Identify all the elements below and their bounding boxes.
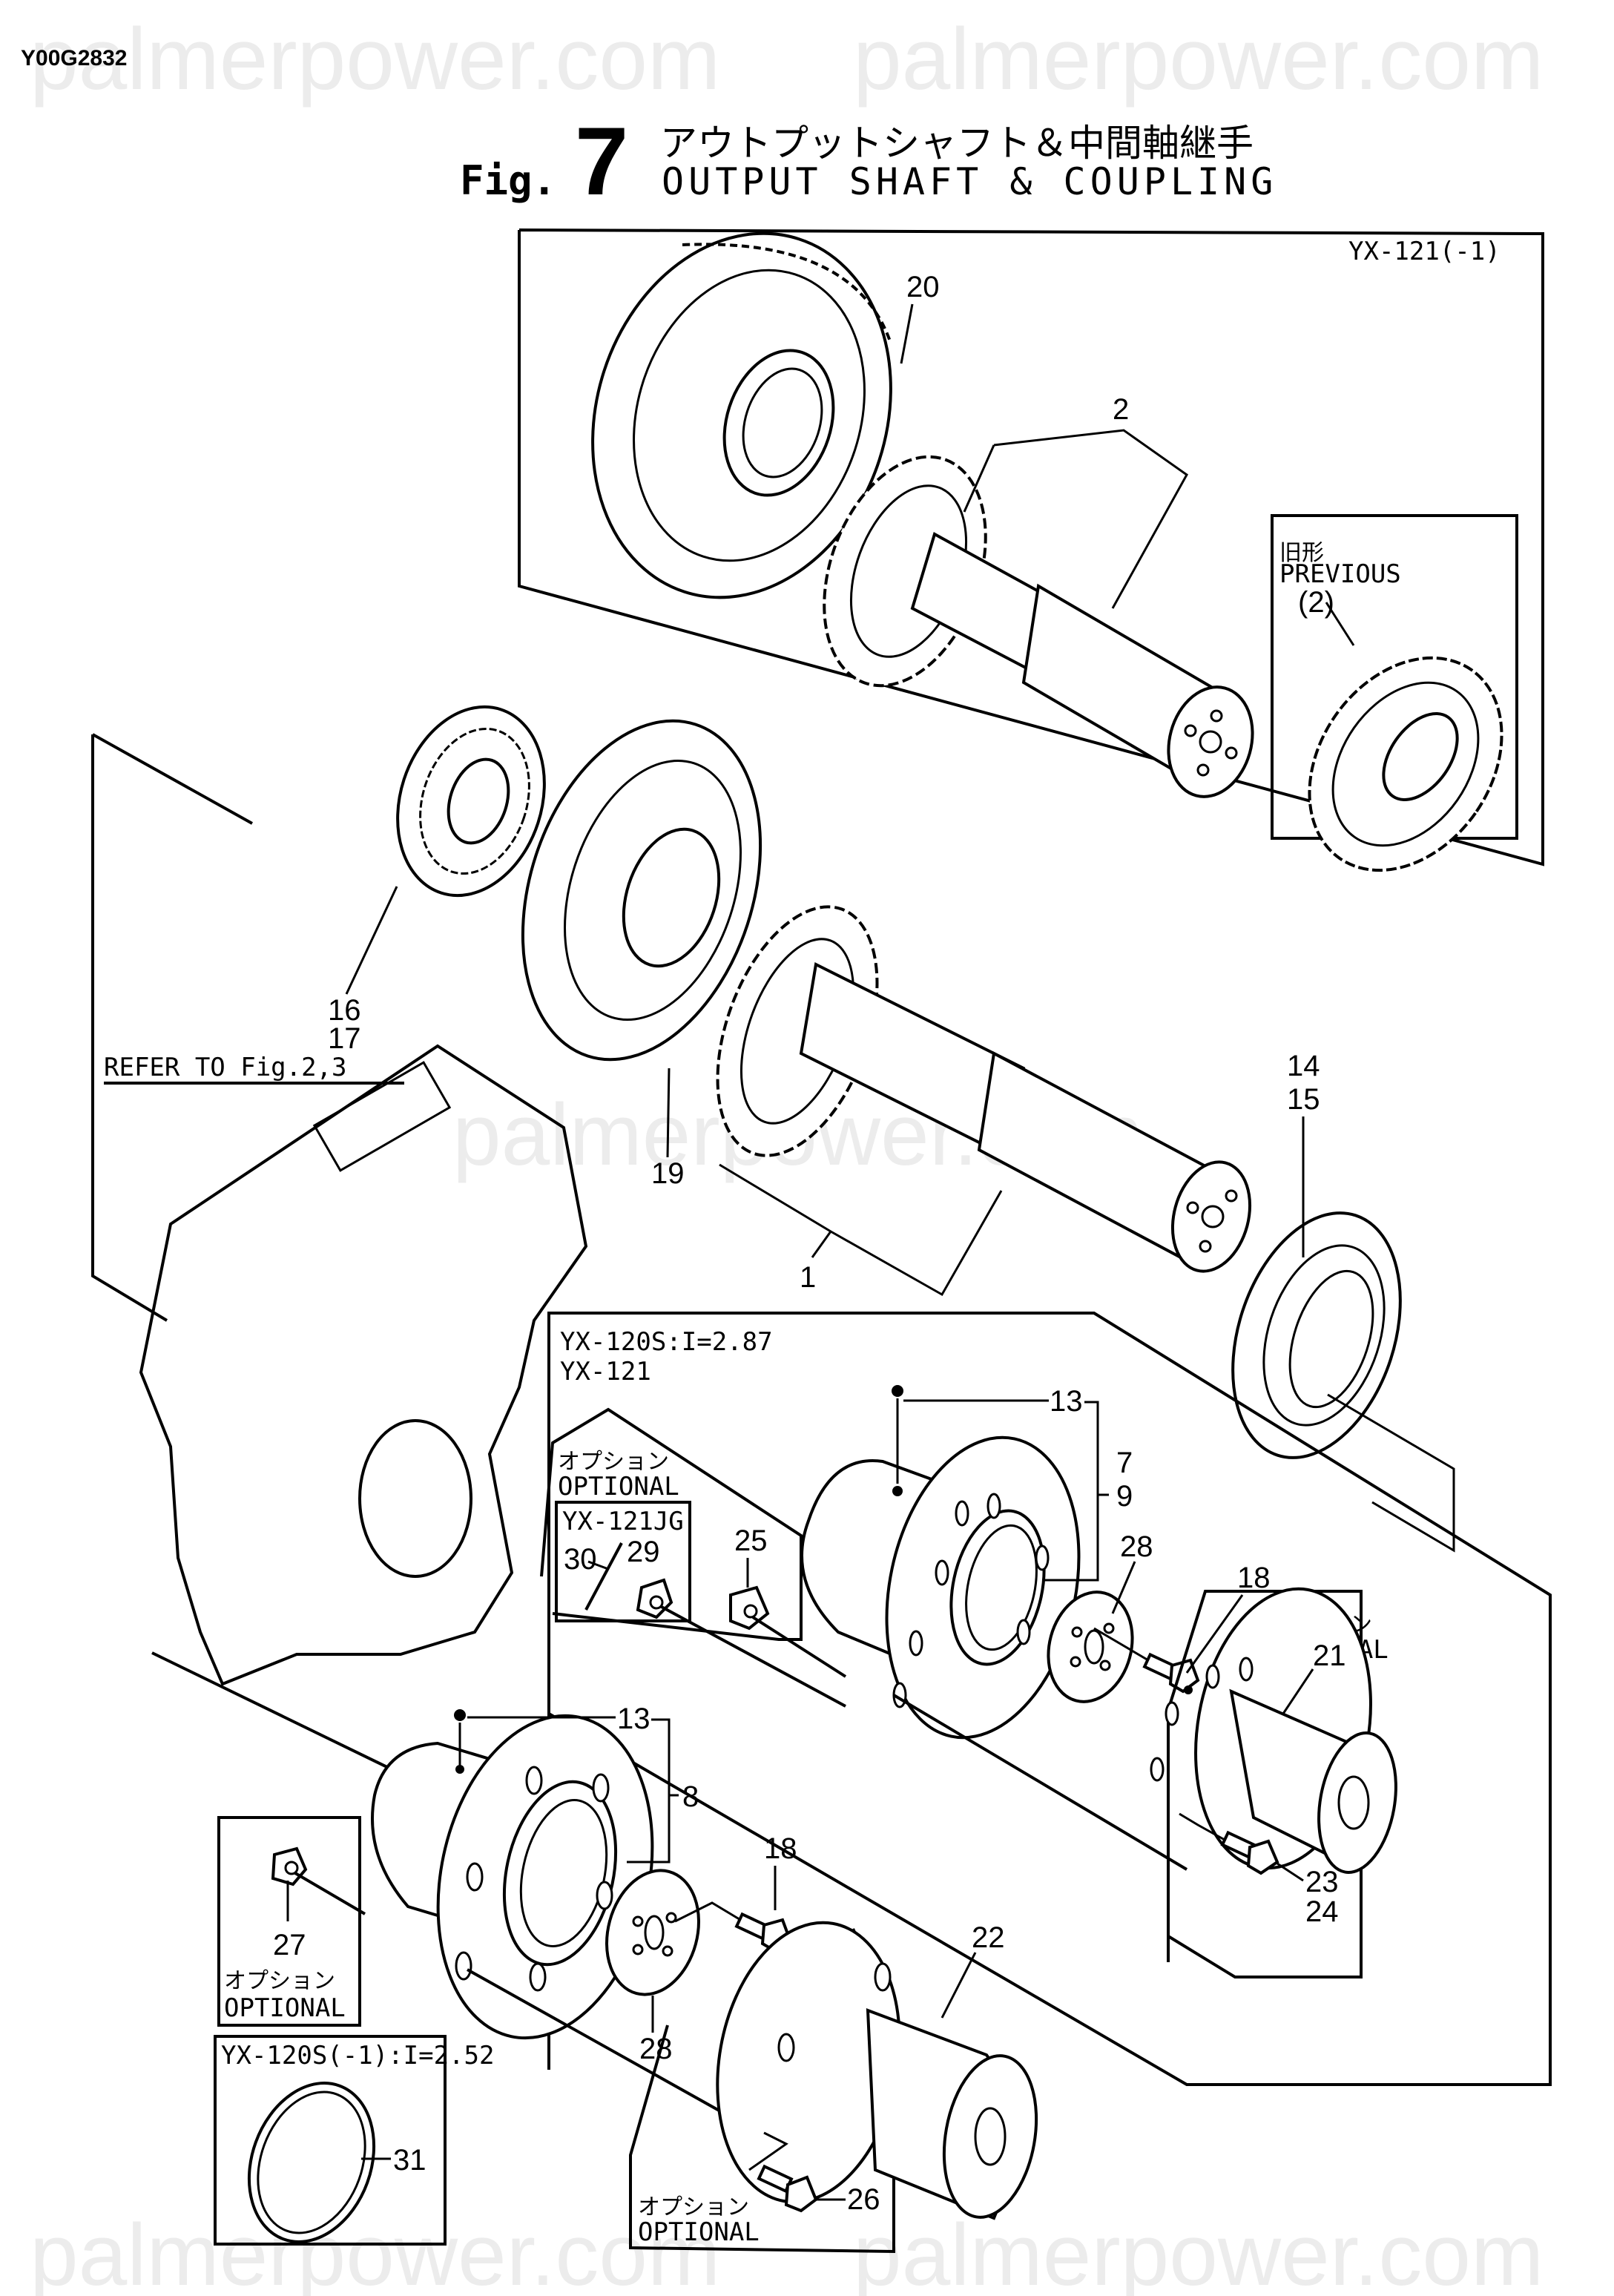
part-label-19[interactable]: 19	[651, 1157, 685, 1190]
part-label-2[interactable]: 2	[1113, 393, 1129, 426]
watermark: palmerpower.com	[853, 10, 1544, 108]
watermarks: palmerpower.com palmerpower.com palmerpo…	[30, 10, 1544, 2296]
part-label-15[interactable]: 15	[1287, 1083, 1320, 1116]
part-label-1[interactable]: 1	[800, 1261, 816, 1294]
previous-part-ref[interactable]: (2)	[1298, 586, 1334, 619]
mid-variant-label-1: YX-120S:I=2.87	[560, 1327, 773, 1357]
optional-label-en: OPTIONAL	[558, 1472, 679, 1501]
watermark: palmerpower.com	[30, 10, 720, 108]
refer-label: REFER TO Fig.2,3	[104, 1053, 347, 1082]
part-label-7[interactable]: 7	[1116, 1447, 1133, 1479]
optional-label-jp: オプション	[638, 2194, 749, 2220]
bolt-18-upper	[1093, 1627, 1200, 1694]
previous-label-en: PREVIOUS	[1279, 559, 1401, 589]
part-label-8[interactable]: 8	[682, 1780, 699, 1813]
part-label-25[interactable]: 25	[734, 1524, 768, 1557]
part-label-28a[interactable]: 28	[1120, 1530, 1153, 1563]
optional-label-en: OPTIONAL	[638, 2217, 760, 2247]
part-label-29[interactable]: 29	[627, 1536, 660, 1568]
part-label-30[interactable]: 30	[564, 1543, 597, 1576]
part-label-21[interactable]: 21	[1313, 1639, 1346, 1672]
gear-20	[591, 231, 892, 599]
figure-title-jp: アウトプットシャフト＆中間軸継手	[660, 122, 1254, 165]
mid-variant-box: YX-120S:I=2.87 YX-121 オプション OPTIONAL YX-…	[540, 1312, 1552, 2086]
figure-number: 7	[575, 107, 628, 215]
part-label-23[interactable]: 23	[1305, 1866, 1339, 1898]
document-id: Y00G2832	[21, 46, 127, 70]
part-label-16[interactable]: 16	[328, 994, 361, 1027]
part-label-13a[interactable]: 13	[1050, 1385, 1083, 1418]
optional-nut-box: オプション OPTIONAL YX-121JG 30 29 25	[540, 1407, 847, 1708]
top-variant-label: YX-121(-1)	[1348, 237, 1501, 266]
bottom-variant-box: YX-120S(-1):I=2.52 31	[214, 2035, 494, 2246]
figure-title-en: OUTPUT SHAFT & COUPLING	[662, 160, 1277, 203]
bottom-variant-label: YX-120S(-1):I=2.52	[221, 2041, 494, 2070]
part-label-31[interactable]: 31	[393, 2144, 426, 2177]
watermark: palmerpower.com	[853, 2206, 1544, 2296]
lower-assembly: 13 8 27 オプション OPTIONAL 28 18	[151, 1651, 1038, 2254]
part-label-9[interactable]: 9	[1116, 1480, 1133, 1513]
figure-prefix: Fig.	[460, 157, 556, 204]
optional-label-jp: オプション	[558, 1449, 669, 1475]
yx121jg-label: YX-121JG	[562, 1507, 684, 1536]
watermark: palmerpower.com	[30, 2206, 720, 2296]
engine-block: REFER TO Fig.2,3	[91, 733, 588, 1686]
part-label-14[interactable]: 14	[1287, 1050, 1320, 1082]
coupling-7-9	[800, 1385, 1081, 1740]
mid-variant-label-2: YX-121	[560, 1357, 651, 1387]
previous-label-jp: 旧形	[1279, 540, 1324, 566]
optional-label-en: OPTIONAL	[224, 1993, 346, 2023]
optional-coupling-22-box: 26 22 オプション OPTIONAL	[629, 1921, 1038, 2254]
previous-box: 旧形 PREVIOUS (2)	[1271, 514, 1518, 872]
part-label-27[interactable]: 27	[273, 1929, 306, 1961]
part-label-18b[interactable]: 18	[764, 1832, 797, 1865]
part-label-24[interactable]: 24	[1305, 1895, 1339, 1928]
part-label-22[interactable]: 22	[972, 1921, 1005, 1954]
part-label-17[interactable]: 17	[328, 1022, 361, 1055]
part-label-13b[interactable]: 13	[617, 1703, 650, 1735]
shaft-assembly-1: 16 17 19 1 14 15	[328, 705, 1455, 1553]
part-label-28b[interactable]: 28	[639, 2033, 673, 2065]
optional-coupling-21-box: オプション OPTIONAL 21 23 24	[1150, 1587, 1397, 1978]
part-label-18a[interactable]: 18	[1237, 1562, 1271, 1594]
part-label-26[interactable]: 26	[847, 2183, 880, 2216]
top-variant-box: YX-121(-1) 20 2 旧形	[518, 228, 1544, 872]
washer-28-upper	[1047, 1591, 1134, 1703]
optional-label-jp: オプション	[224, 1968, 335, 1994]
shaft-2	[823, 455, 1254, 798]
part-label-20[interactable]: 20	[906, 271, 940, 303]
